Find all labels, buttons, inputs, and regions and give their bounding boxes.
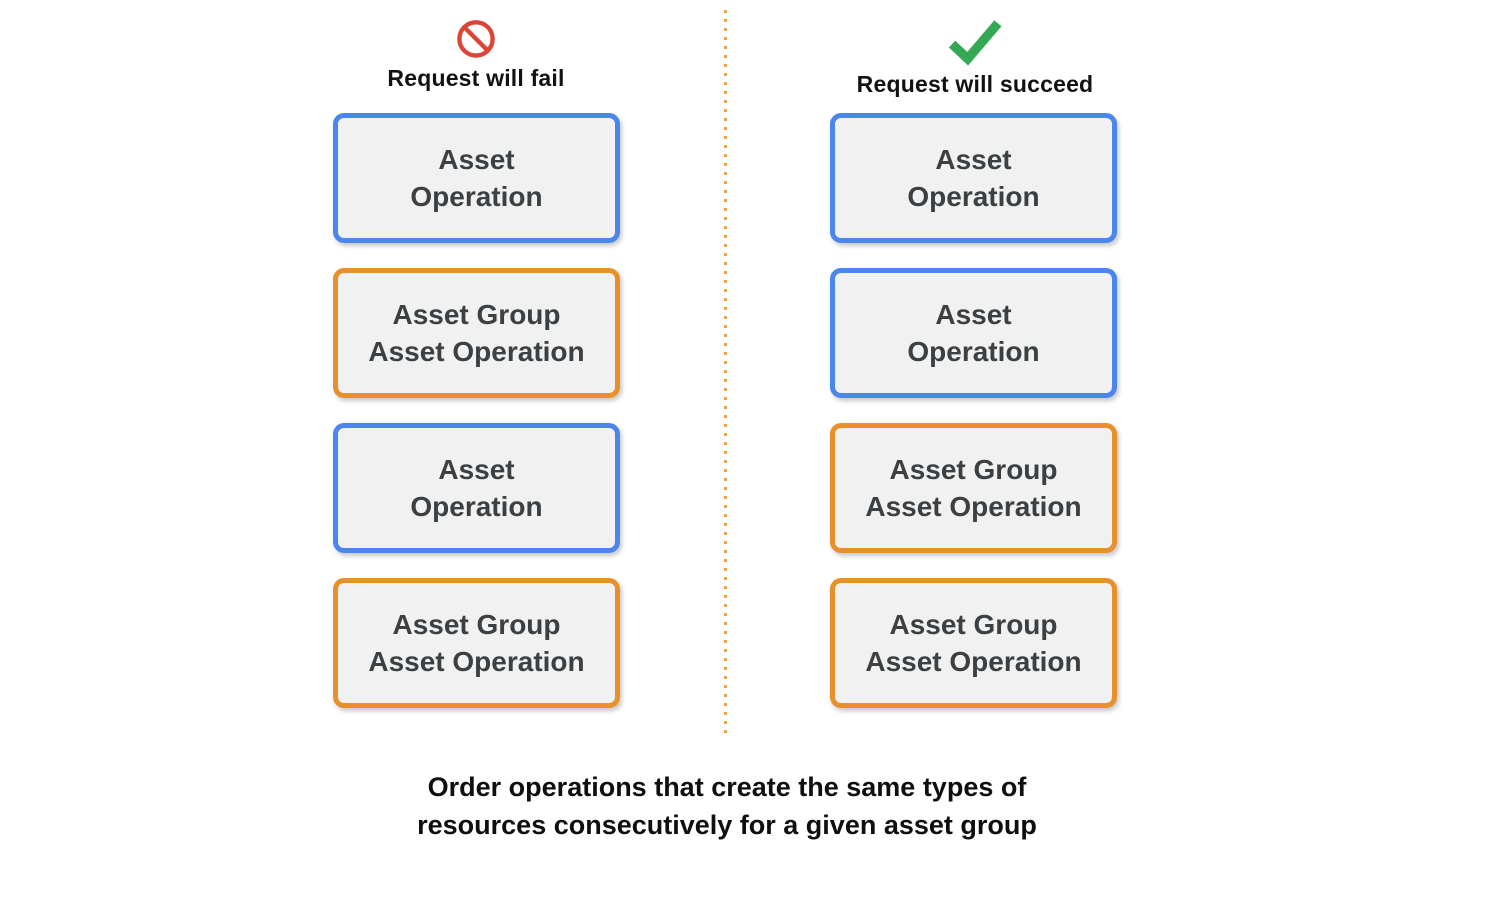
fail-box-asset-operation-1: Asset Operation [333, 113, 620, 243]
box-label: Asset Operation [410, 454, 543, 522]
box-label: Asset Operation [907, 299, 1040, 367]
prohibition-icon [455, 16, 497, 65]
success-column-header: Request will succeed [825, 16, 1125, 98]
box-label: Asset Group Asset Operation [368, 609, 585, 677]
check-icon [945, 16, 1005, 71]
dotted-divider [724, 10, 727, 738]
success-column-title: Request will succeed [856, 71, 1094, 97]
fail-column-header: Request will fail [326, 16, 626, 92]
fail-box-asset-operation-2: Asset Operation [333, 423, 620, 553]
box-label: Asset Operation [907, 144, 1040, 212]
success-box-asset-operation-2: Asset Operation [830, 268, 1117, 398]
box-label: Asset Operation [410, 144, 543, 212]
success-box-asset-group-asset-operation-2: Asset Group Asset Operation [830, 578, 1117, 708]
fail-box-asset-group-asset-operation-2: Asset Group Asset Operation [333, 578, 620, 708]
success-box-asset-group-asset-operation-1: Asset Group Asset Operation [830, 423, 1117, 553]
box-label: Asset Group Asset Operation [368, 299, 585, 367]
diagram-caption: Order operations that create the same ty… [417, 772, 1037, 840]
fail-column-title: Request will fail [387, 65, 565, 91]
box-label: Asset Group Asset Operation [865, 454, 1082, 522]
success-box-asset-operation-1: Asset Operation [830, 113, 1117, 243]
fail-box-asset-group-asset-operation-1: Asset Group Asset Operation [333, 268, 620, 398]
box-label: Asset Group Asset Operation [865, 609, 1082, 677]
